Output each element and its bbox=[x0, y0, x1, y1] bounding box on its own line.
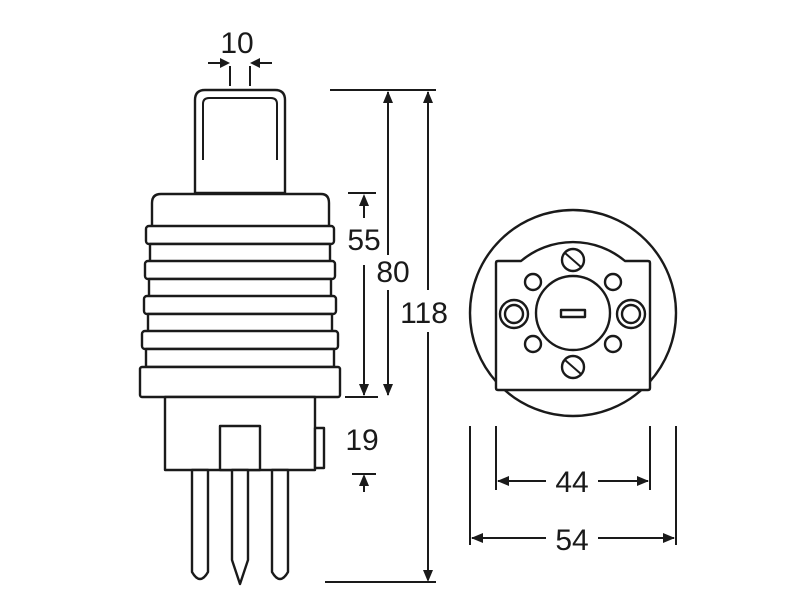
dim-top-width bbox=[208, 58, 272, 86]
pin-center bbox=[230, 468, 250, 586]
screw-top bbox=[560, 247, 586, 273]
plug-handle-inner bbox=[202, 97, 278, 160]
label-outer-diameter: 54 bbox=[555, 524, 588, 557]
plug-side-tab bbox=[313, 426, 326, 470]
screw-bottom bbox=[560, 354, 586, 380]
plug-side-view bbox=[138, 88, 342, 586]
contact-hole bbox=[523, 334, 543, 354]
pin-left bbox=[190, 468, 210, 581]
dimension-labels: 10 55 80 118 19 44 54 bbox=[220, 27, 588, 557]
label-total-height: 118 bbox=[400, 297, 448, 330]
label-inner-diameter: 44 bbox=[555, 466, 588, 499]
dim-body-height bbox=[330, 89, 436, 396]
label-body-height: 80 bbox=[376, 256, 409, 289]
dim-upper-height bbox=[345, 192, 378, 398]
contact-hole bbox=[603, 272, 623, 292]
dim-outer-diameter bbox=[469, 426, 677, 545]
plug-front-view bbox=[468, 208, 678, 418]
dim-lower-height bbox=[352, 473, 376, 492]
plug-key-notch bbox=[218, 424, 262, 472]
plug-pins bbox=[190, 468, 290, 586]
contact-hole bbox=[603, 334, 623, 354]
dim-total-height bbox=[325, 91, 436, 583]
dimension-lines bbox=[208, 58, 677, 583]
dim-inner-diameter bbox=[495, 426, 651, 490]
center-key-slot bbox=[559, 308, 587, 319]
socket-left bbox=[498, 298, 530, 330]
pin-right bbox=[270, 468, 290, 581]
plug-ribbed-body bbox=[138, 192, 342, 399]
socket-right bbox=[615, 298, 647, 330]
label-lower-height: 19 bbox=[345, 424, 378, 457]
contact-hole bbox=[523, 272, 543, 292]
label-upper-height: 55 bbox=[347, 224, 380, 257]
label-top-width: 10 bbox=[220, 27, 253, 60]
plug-handle bbox=[193, 88, 287, 195]
